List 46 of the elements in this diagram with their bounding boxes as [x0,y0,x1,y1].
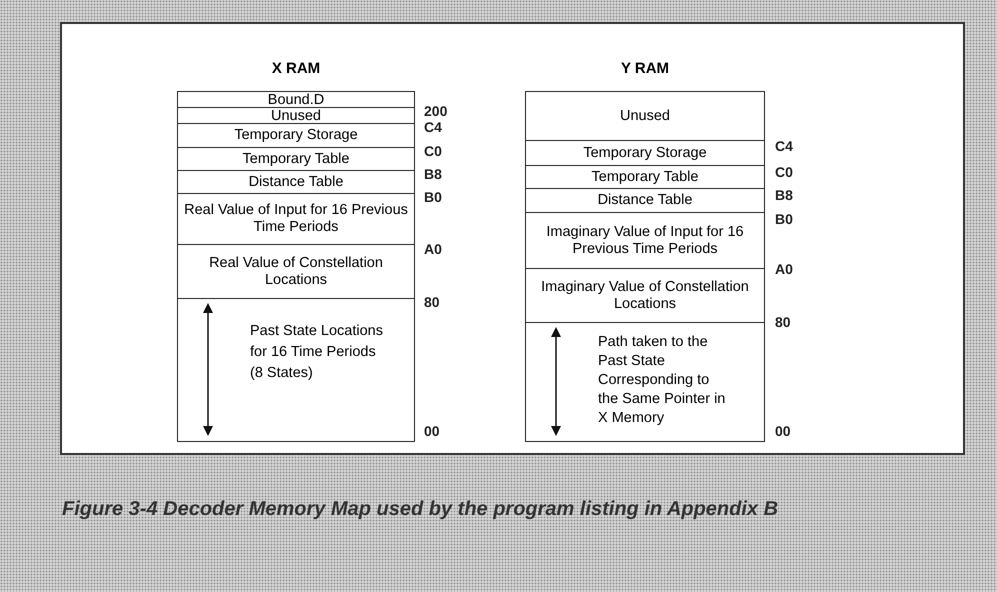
address-label: 00 [424,423,440,439]
address-label: A0 [424,241,442,257]
region-label: Unused [270,108,322,124]
address-label: 00 [775,423,791,439]
region-label: Path taken to the Past State Corresponding to the Same Pointer in X Memory [598,333,726,428]
address-label: C0 [775,164,793,180]
region-label: Real Value of Input for 16 Previous Time Periods [183,202,409,236]
address-label: C4 [775,138,793,154]
region-label: Imaginary Value of Input for 16 Previous Time Periods [545,224,745,258]
memory-region [177,123,415,148]
address-label: B0 [775,211,793,227]
address-label: B8 [775,187,793,203]
region-label: Distance Table [248,174,344,190]
memory-region [177,244,415,299]
memory-region [525,140,765,166]
region-label: Temporary Storage [582,144,708,162]
memory-region [177,170,415,194]
address-label: 80 [424,294,440,310]
region-label: Unused [619,108,671,124]
address-label: B8 [424,166,442,182]
region-label: Distance Table [596,192,694,209]
memory-region [525,165,765,189]
memory-region [525,268,765,323]
memory-region [525,322,765,442]
region-label: Temporary Table [590,168,700,186]
region-label: Real Value of Constellation Locations [208,254,384,288]
region-label: Past State Locations for 16 Time Periods (8 States) [250,322,384,383]
figure-caption: Figure 3-4 Decoder Memory Map used by the program listing in Appendix B [62,497,780,522]
address-label: B0 [424,189,442,205]
address-label: 200 [424,103,448,119]
region-label: Imaginary Value of Constellation Locations [540,278,750,312]
address-label: C4 [424,119,442,135]
region-label: Bound.D [266,92,326,108]
region-label: Temporary Table [242,150,350,168]
memory-region [177,193,415,245]
memory-region [525,188,765,213]
address-label: A0 [775,261,793,277]
memory-region [177,298,415,442]
memory-region [177,147,415,171]
region-label: Temporary Storage [233,127,359,144]
column-heading: X RAM [270,60,322,77]
address-label: 80 [775,314,791,330]
column-heading: Y RAM [620,60,670,77]
memory-region [525,212,765,269]
memory-region [525,91,765,141]
address-label: C0 [424,143,442,159]
